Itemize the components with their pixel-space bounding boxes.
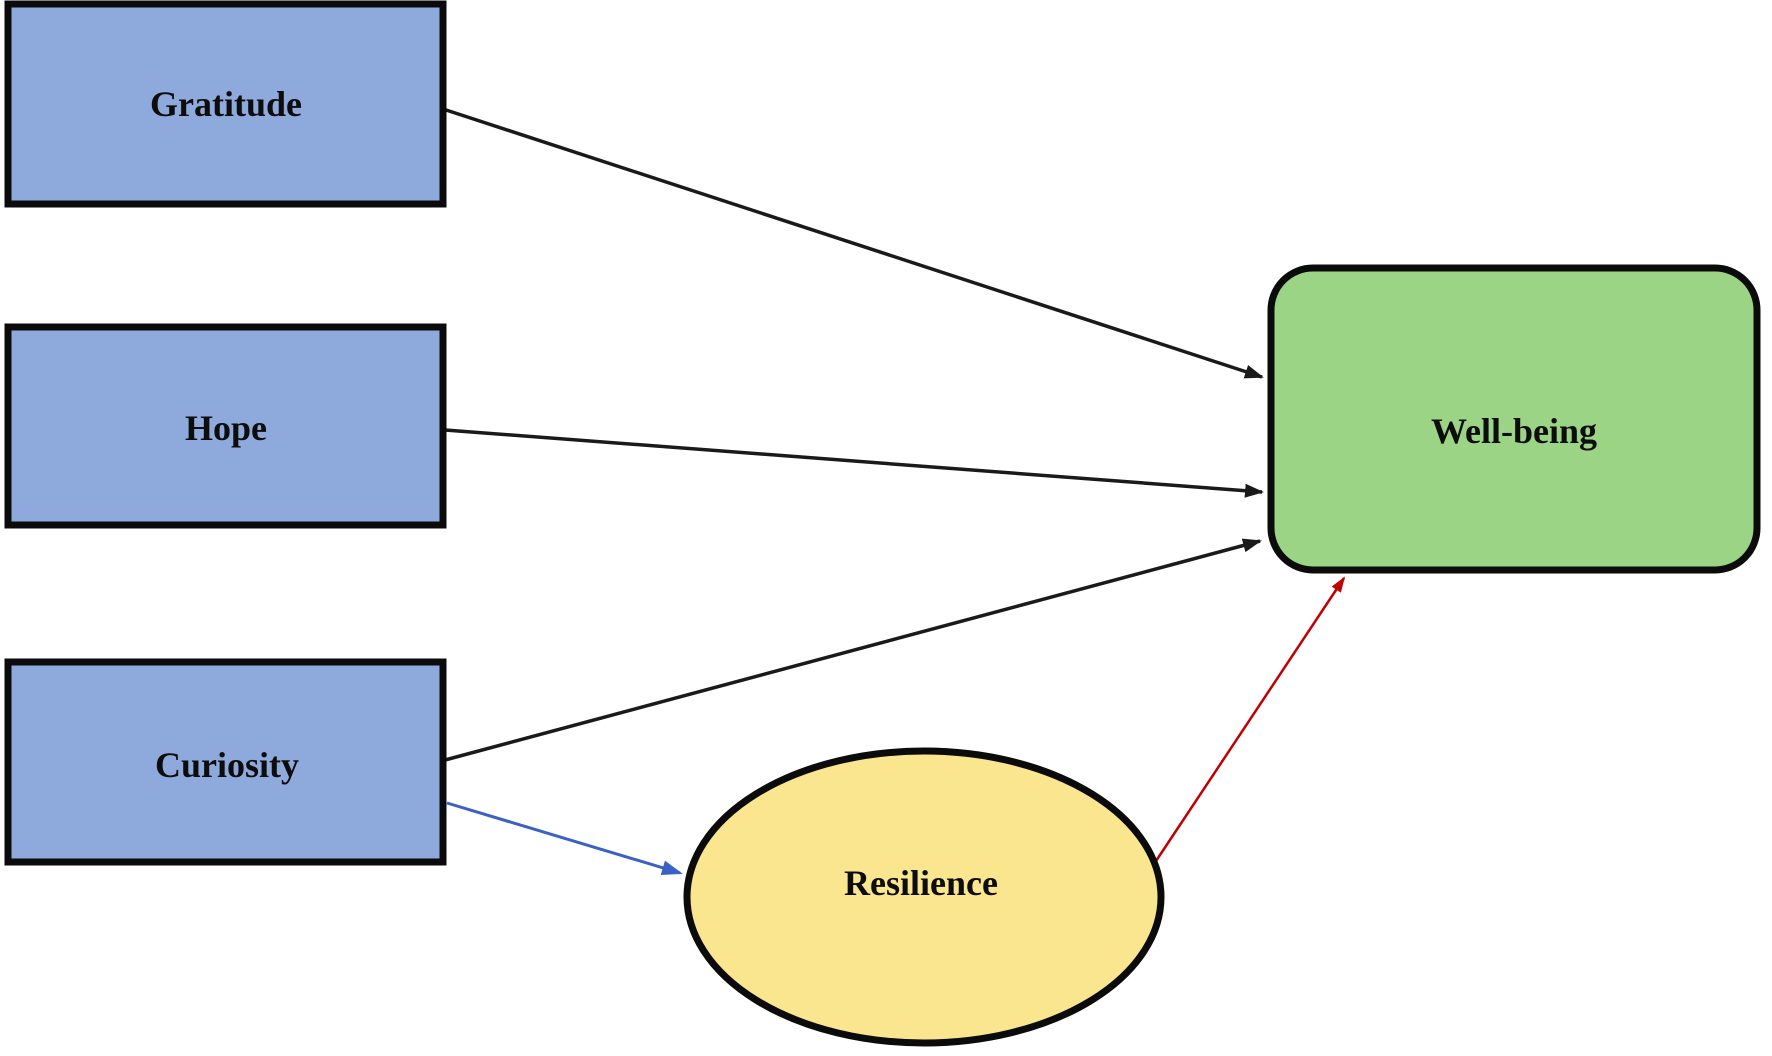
node-resilience: Resilience [683, 747, 1165, 1047]
gratitude-label: Gratitude [150, 84, 302, 124]
resilience-ellipse [683, 747, 1165, 1047]
wellbeing-box [1267, 264, 1761, 574]
wellbeing-label: Well-being [1431, 411, 1597, 451]
edges-layer [442, 107, 1346, 876]
curiosity-label: Curiosity [155, 745, 299, 785]
node-curiosity: Curiosity [4, 658, 447, 866]
resilience-label: Resilience [844, 863, 998, 903]
hope-label: Hope [185, 408, 267, 448]
edge-curiosity-to-resilience [446, 801, 683, 876]
node-hope: Hope [4, 323, 447, 529]
curiosity-box [4, 658, 447, 866]
edge-resilience-to-wellbeing [1154, 576, 1346, 862]
edge-gratitude-to-wellbeing [442, 107, 1264, 379]
node-wellbeing: Well-being [1267, 264, 1761, 574]
hope-box [4, 323, 447, 529]
edge-curiosity-to-wellbeing [444, 538, 1262, 762]
gratitude-box [4, 0, 447, 208]
node-gratitude: Gratitude [4, 0, 447, 208]
edge-hope-to-wellbeing [444, 428, 1264, 498]
